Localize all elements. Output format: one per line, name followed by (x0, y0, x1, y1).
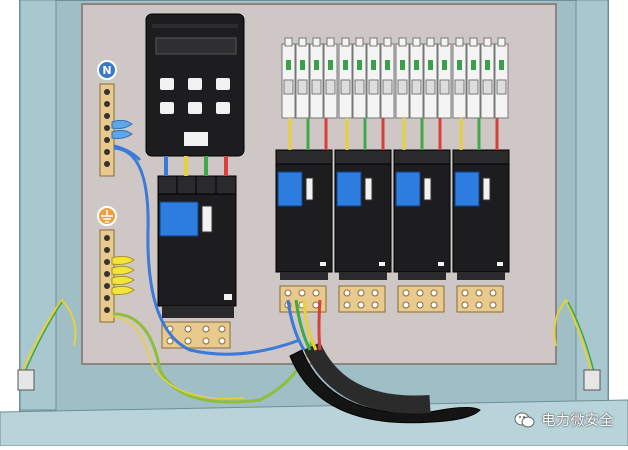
mcb-group (281, 37, 338, 119)
energy-meter (145, 13, 245, 157)
cabinet-left-edge (19, 0, 57, 411)
neutral-busbar: N (97, 60, 133, 177)
rcd-module (393, 118, 451, 313)
main-breaker (157, 175, 237, 349)
watermark-text: 电力微安全 (541, 413, 614, 429)
rcd-module (334, 118, 392, 313)
mcb-group (338, 37, 395, 119)
meter-display (155, 37, 237, 55)
rcd-toggle (336, 171, 362, 207)
rcd-module (275, 118, 333, 313)
rcd-toggle (277, 171, 303, 207)
mcb-group (452, 37, 509, 119)
branch-mcb-row (281, 37, 509, 119)
rcd-module (452, 118, 510, 313)
ground-busbar (97, 206, 135, 323)
cabinet-right-edge (575, 0, 609, 411)
neutral-symbol-icon (97, 60, 117, 80)
cable-conduit (286, 299, 481, 424)
mcb-group (395, 37, 452, 119)
rcd-toggle (454, 171, 480, 207)
neutral-symbol-label: N (102, 64, 111, 77)
rcd-row (275, 118, 510, 313)
main-breaker-toggle (159, 201, 199, 237)
rcd-toggle (395, 171, 421, 207)
wechat-icon (514, 412, 534, 428)
watermark: 电力微安全 (514, 410, 615, 430)
